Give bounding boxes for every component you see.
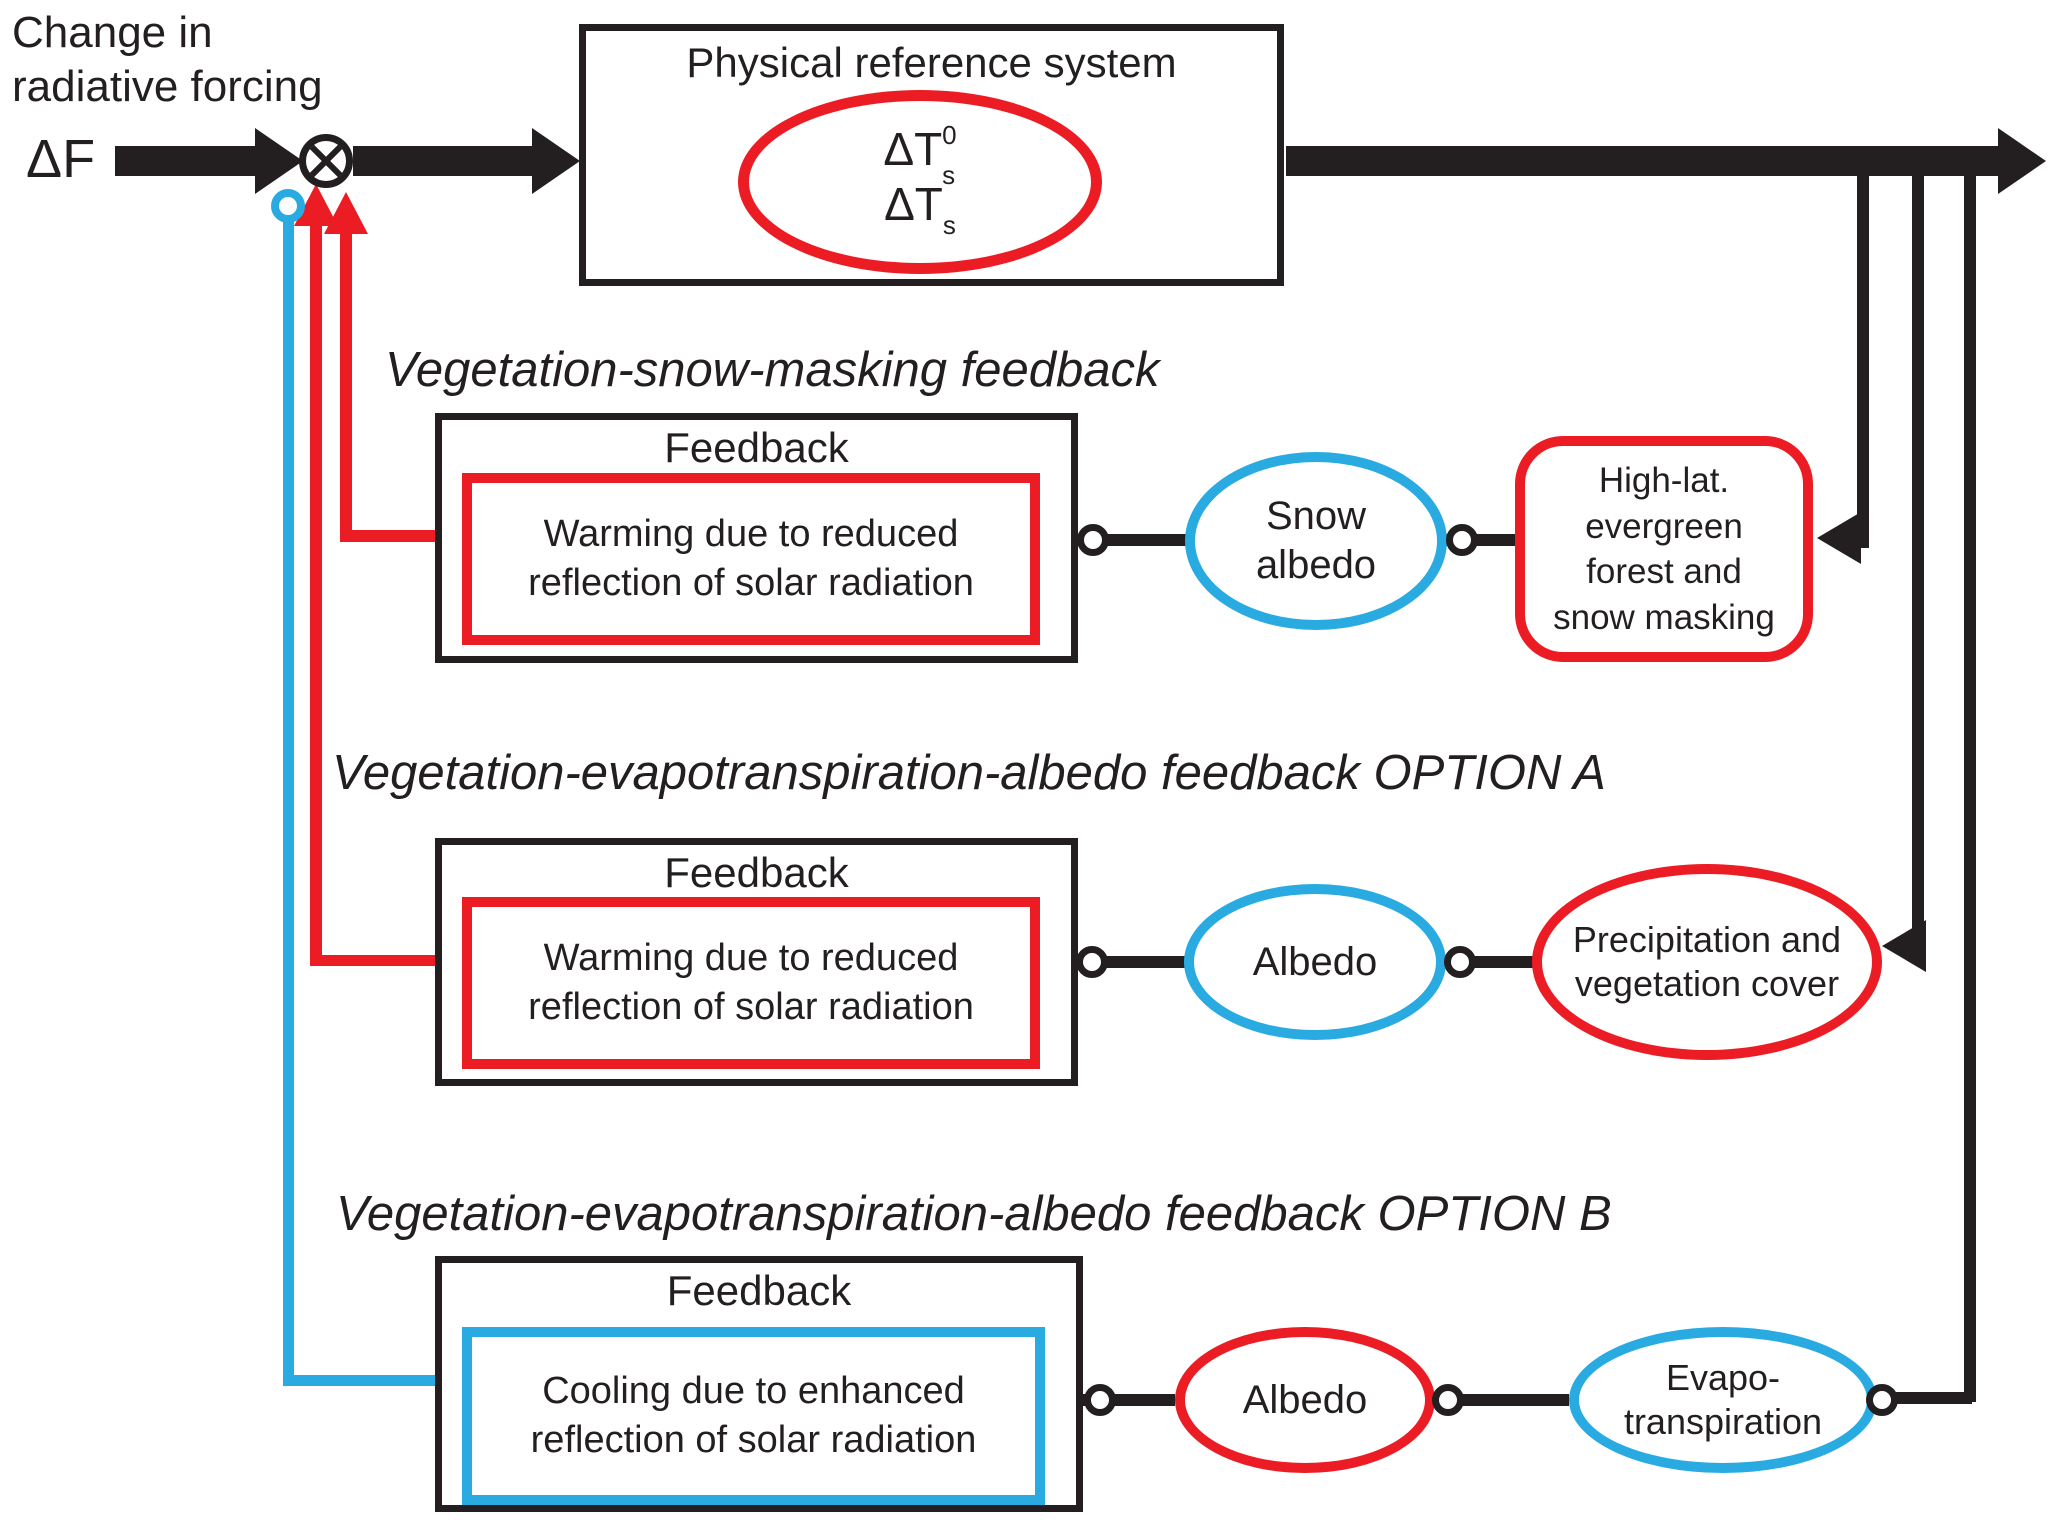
feedback-box-1: Feedback Warming due to reduced reflecti…	[435, 413, 1078, 663]
output-arrowhead-icon	[1998, 128, 2046, 194]
evapotranspiration-node: Evapo-transpiration	[1569, 1327, 1877, 1473]
section1-title: Vegetation-snow-masking feedback	[385, 343, 1160, 397]
drop-line-1	[1857, 176, 1869, 548]
junction-circle-icon	[1444, 946, 1476, 978]
blue-junction-circle-icon	[271, 189, 305, 223]
junction-circle-icon	[1084, 1384, 1116, 1416]
summation-node-icon	[299, 134, 353, 188]
feedback-box-3: Feedback Cooling due to enhanced reflect…	[435, 1256, 1083, 1512]
snow-albedo-node: Snow albedo	[1185, 452, 1447, 630]
section3-title: Vegetation-evapotranspiration-albedo fee…	[336, 1187, 1612, 1241]
precipitation-vegetation-node: Precipitation and vegetation cover	[1532, 864, 1882, 1060]
radiative-forcing-label: Change in radiative forcing	[12, 8, 323, 111]
delta-t-line: ΔTs	[884, 178, 956, 241]
feedback-box-2: Feedback Warming due to reduced reflecti…	[435, 838, 1078, 1086]
delta-f-label: ΔF	[26, 129, 96, 189]
input-arrowhead-icon	[255, 128, 303, 194]
feedback-box-2-text: Warming due to reduced reflection of sol…	[462, 897, 1040, 1069]
sum-to-box-arrowhead-icon	[532, 128, 580, 194]
feedback-box-3-text: Cooling due to enhanced reflection of so…	[462, 1327, 1045, 1505]
high-lat-forest-node: High-lat. evergreen forest and snow mask…	[1515, 436, 1813, 662]
junction-circle-icon	[1077, 524, 1109, 556]
physical-box-title: Physical reference system	[686, 39, 1177, 86]
connector-3b	[1433, 1394, 1569, 1406]
feedback-box-2-header: Feedback	[664, 849, 849, 896]
blue-return-line-horizontal	[283, 1375, 435, 1386]
junction-circle-icon	[1446, 524, 1478, 556]
drop-line-2	[1912, 176, 1924, 952]
feedback-box-3-header: Feedback	[666, 1267, 852, 1314]
drop-line-3	[1964, 176, 1976, 1402]
albedo-node-a: Albedo	[1184, 884, 1446, 1040]
blue-return-line	[283, 222, 294, 1386]
junction-circle-icon	[1866, 1384, 1898, 1416]
drop-arrowhead-2-icon	[1882, 920, 1926, 972]
feedback-box-1-text: Warming due to reduced reflection of sol…	[462, 473, 1040, 645]
drop-arrowhead-1-icon	[1817, 512, 1861, 564]
drop-line-3-horizontal	[1894, 1392, 1972, 1404]
sum-to-box-arrow-shaft	[353, 146, 535, 176]
red-return-line-b-horizontal	[340, 530, 435, 542]
feedback-box-1-header: Feedback	[664, 424, 849, 471]
red-return-line-a	[310, 224, 322, 966]
junction-circle-icon	[1432, 1384, 1464, 1416]
red-return-line-a-horizontal	[310, 955, 435, 966]
albedo-node-b: Albedo	[1175, 1327, 1435, 1473]
input-arrow-shaft	[115, 146, 260, 176]
red-return-arrowhead-b-icon	[324, 192, 368, 234]
red-return-line-b	[340, 232, 352, 542]
output-arrow-shaft	[1286, 146, 2000, 176]
junction-circle-icon	[1076, 946, 1108, 978]
section2-title: Vegetation-evapotranspiration-albedo fee…	[332, 746, 1606, 800]
